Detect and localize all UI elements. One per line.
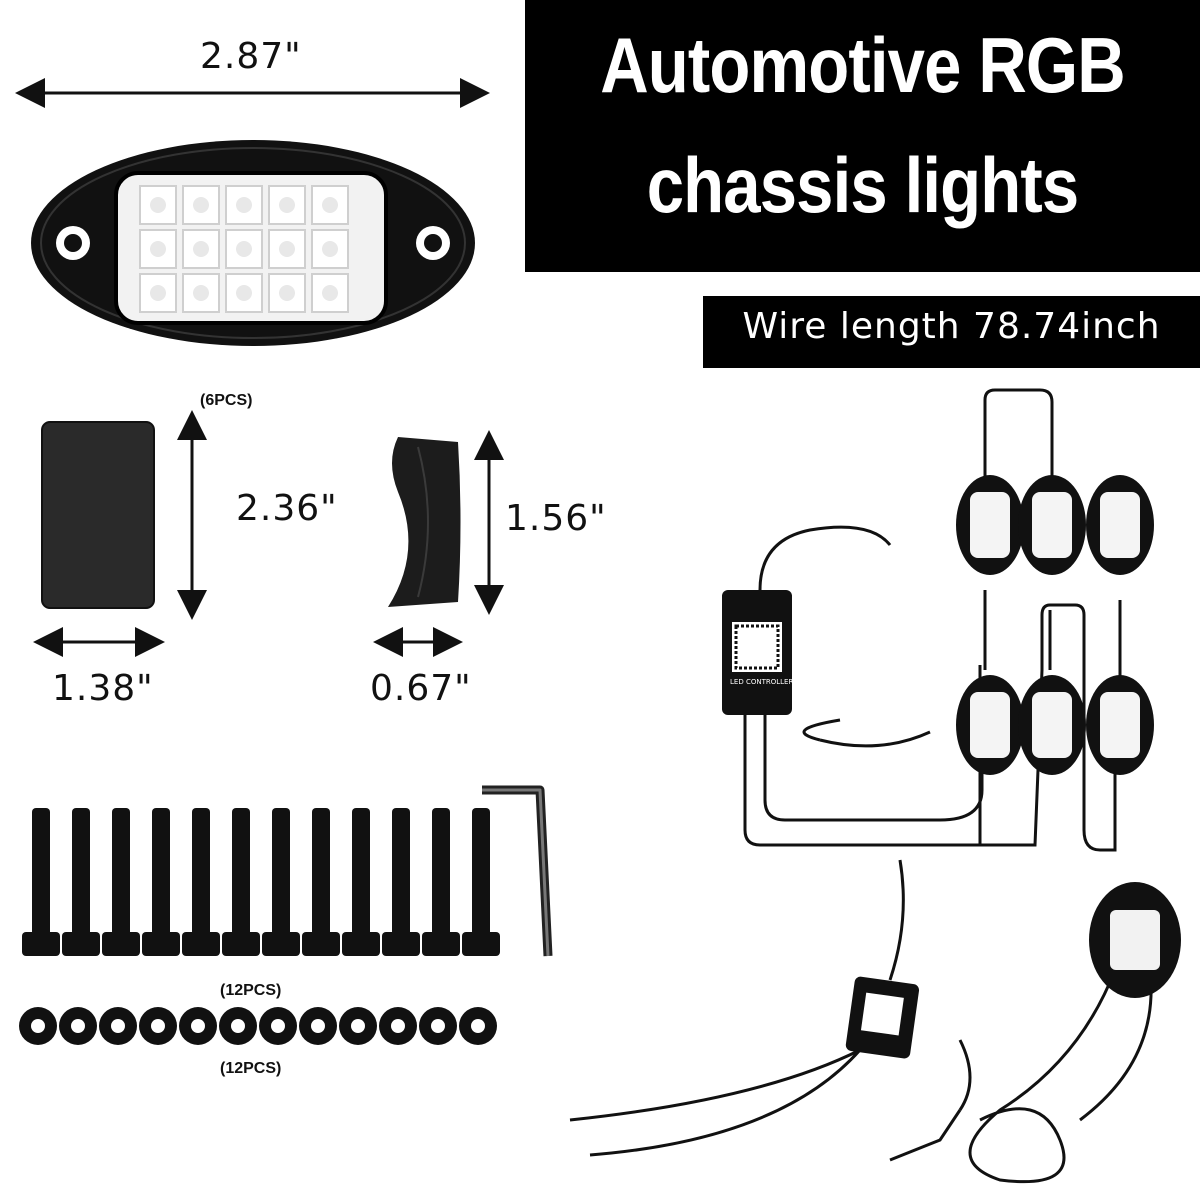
pad-height-arrow — [33, 410, 207, 657]
title-line-1: Automotive RGB — [600, 21, 1125, 109]
pad-height-label: 2.36" — [236, 488, 338, 529]
hex-screws-icon — [22, 808, 500, 956]
screws-quantity: (12PCS) — [220, 982, 282, 999]
hex-key-icon — [482, 785, 553, 957]
mounting-pad-icon — [41, 421, 155, 609]
wire-length-text: Wire length 78.74inch — [742, 306, 1161, 347]
rubber-washers-icon — [19, 1007, 497, 1045]
pads-quantity: (6PCS) — [200, 392, 253, 409]
rock-light-pod-icon — [31, 140, 475, 346]
bracket-width-label: 0.67" — [370, 668, 472, 709]
bluetooth-controller-harness-icon — [569, 859, 1181, 1184]
bracket-arrows — [373, 430, 504, 657]
wiring-harness-icon — [722, 388, 1154, 852]
pad-width-label: 1.38" — [52, 668, 154, 709]
bracket-height-label: 1.56" — [505, 498, 607, 539]
light-width-label: 2.87" — [200, 36, 302, 77]
washers-quantity: (12PCS) — [220, 1060, 282, 1077]
controller-label: LED CONTROLLER — [730, 678, 794, 686]
title-banner: Automotive RGB chassis lights — [525, 0, 1200, 272]
wire-length-banner: Wire length 78.74inch — [703, 296, 1200, 368]
light-width-arrow — [14, 78, 490, 108]
mounting-bracket-icon — [388, 437, 461, 607]
title-line-2: chassis lights — [646, 141, 1079, 229]
